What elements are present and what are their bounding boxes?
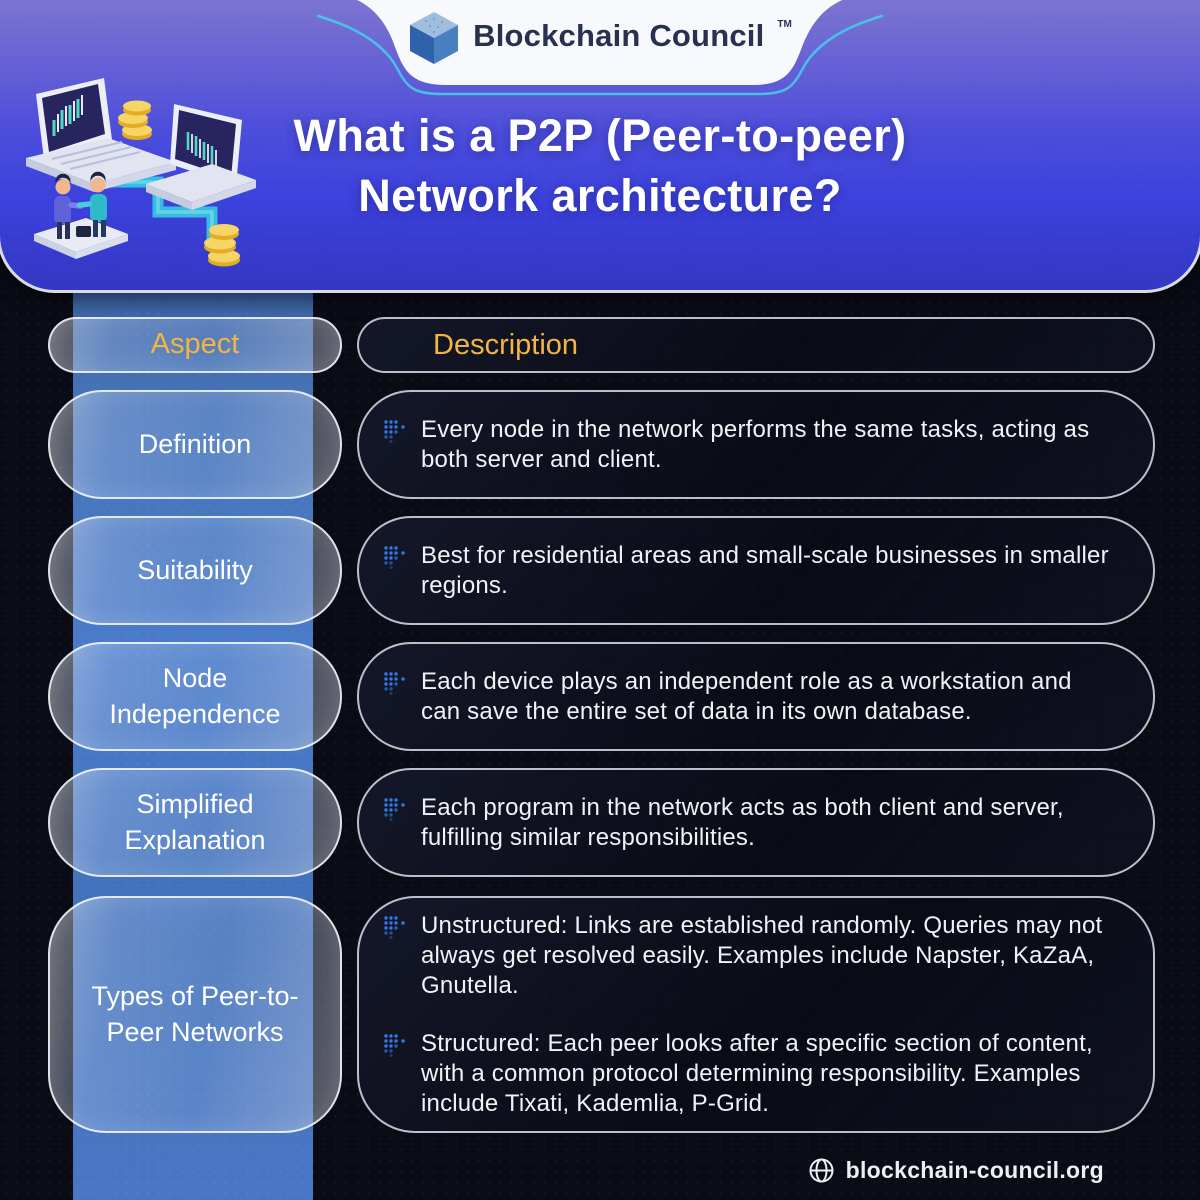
dotted-arrow-icon (384, 671, 405, 695)
page-title: What is a P2P (Peer-to-peer) Network arch… (0, 106, 1200, 226)
globe-icon (809, 1158, 834, 1183)
bullet-text: Each device plays an independent role as… (421, 667, 1072, 725)
blue-band (73, 290, 313, 1200)
table-row: Suitability Best for residential areas an… (48, 516, 1155, 625)
aspect-label: Types of Peer-to-Peer Networks (91, 981, 299, 1047)
dotted-arrow-icon (384, 797, 405, 821)
aspect-header-label: Aspect (150, 328, 240, 361)
aspect-cell: Types of Peer-to-Peer Networks (48, 896, 342, 1133)
bullet-item: Every node in the network performs the s… (383, 415, 1111, 475)
aspect-table: Aspect Description Definition Every node … (48, 317, 1155, 1133)
table-body: Definition Every node in the network perf… (48, 390, 1155, 1133)
trademark-mark: TM (777, 19, 792, 30)
footer-site-link[interactable]: blockchain-council.org (845, 1157, 1104, 1183)
bullet-item: Unstructured: Links are established rand… (383, 911, 1111, 1001)
brand-logo: Blockchain Council TM (350, 10, 850, 66)
description-cell: Every node in the network performs the s… (357, 390, 1155, 499)
aspect-label: Suitability (137, 554, 253, 585)
description-header-label: Description (433, 328, 579, 361)
aspect-cell: Simplified Explanation (48, 768, 342, 877)
description-cell: Best for residential areas and small-sca… (357, 516, 1155, 625)
aspect-label: Node Independence (109, 663, 281, 729)
footer: blockchain-council.org (808, 1157, 1104, 1184)
table-row: Simplified Explanation Each program in th… (48, 768, 1155, 877)
aspect-cell: Suitability (48, 516, 342, 625)
dotted-arrow-icon (384, 1033, 405, 1057)
header-panel: Blockchain Council TM (0, 0, 1200, 293)
description-cell: Unstructured: Links are established rand… (357, 896, 1155, 1133)
aspect-header-cell: Aspect (48, 317, 342, 373)
cyan-accent-line (316, 14, 884, 96)
bullet-item: Best for residential areas and small-sca… (383, 541, 1111, 601)
table-row: Node Independence Each device plays an in… (48, 642, 1155, 751)
description-cell: Each program in the network acts as both… (357, 768, 1155, 877)
table-row: Definition Every node in the network perf… (48, 390, 1155, 499)
bullet-item: Each device plays an independent role as… (383, 667, 1111, 727)
aspect-cell: Definition (48, 390, 342, 499)
table-header-row: Aspect Description (48, 317, 1155, 373)
aspect-cell: Node Independence (48, 642, 342, 751)
title-line-2: Network architecture? (358, 170, 842, 221)
aspect-label: Simplified Explanation (124, 789, 266, 855)
cube-logo-icon (410, 12, 459, 64)
bullet-text: Every node in the network performs the s… (421, 415, 1090, 473)
logo-notch: Blockchain Council TM (350, 0, 850, 86)
notch-shape (357, 0, 843, 85)
bullet-text: Each program in the network acts as both… (421, 793, 1064, 851)
table-row: Types of Peer-to-Peer Networks Unstructur… (48, 896, 1155, 1133)
dotted-arrow-icon (384, 915, 405, 939)
logo-text: Blockchain Council (473, 18, 765, 53)
title-line-1: What is a P2P (Peer-to-peer) (293, 110, 907, 161)
dotted-arrow-icon (384, 545, 405, 569)
p2p-trading-illustration (6, 74, 260, 274)
bullet-item: Each program in the network acts as both… (383, 793, 1111, 853)
dotted-arrow-icon (384, 419, 405, 443)
bullet-text: Best for residential areas and small-sca… (421, 541, 1109, 599)
description-cell: Each device plays an independent role as… (357, 642, 1155, 751)
aspect-label: Definition (138, 428, 252, 459)
bullet-text: Unstructured: Links are established rand… (421, 911, 1103, 999)
description-header-cell: Description (357, 317, 1155, 373)
bullet-text: Structured: Each peer looks after a spec… (421, 1029, 1093, 1117)
bullet-item: Structured: Each peer looks after a spec… (383, 1029, 1111, 1119)
